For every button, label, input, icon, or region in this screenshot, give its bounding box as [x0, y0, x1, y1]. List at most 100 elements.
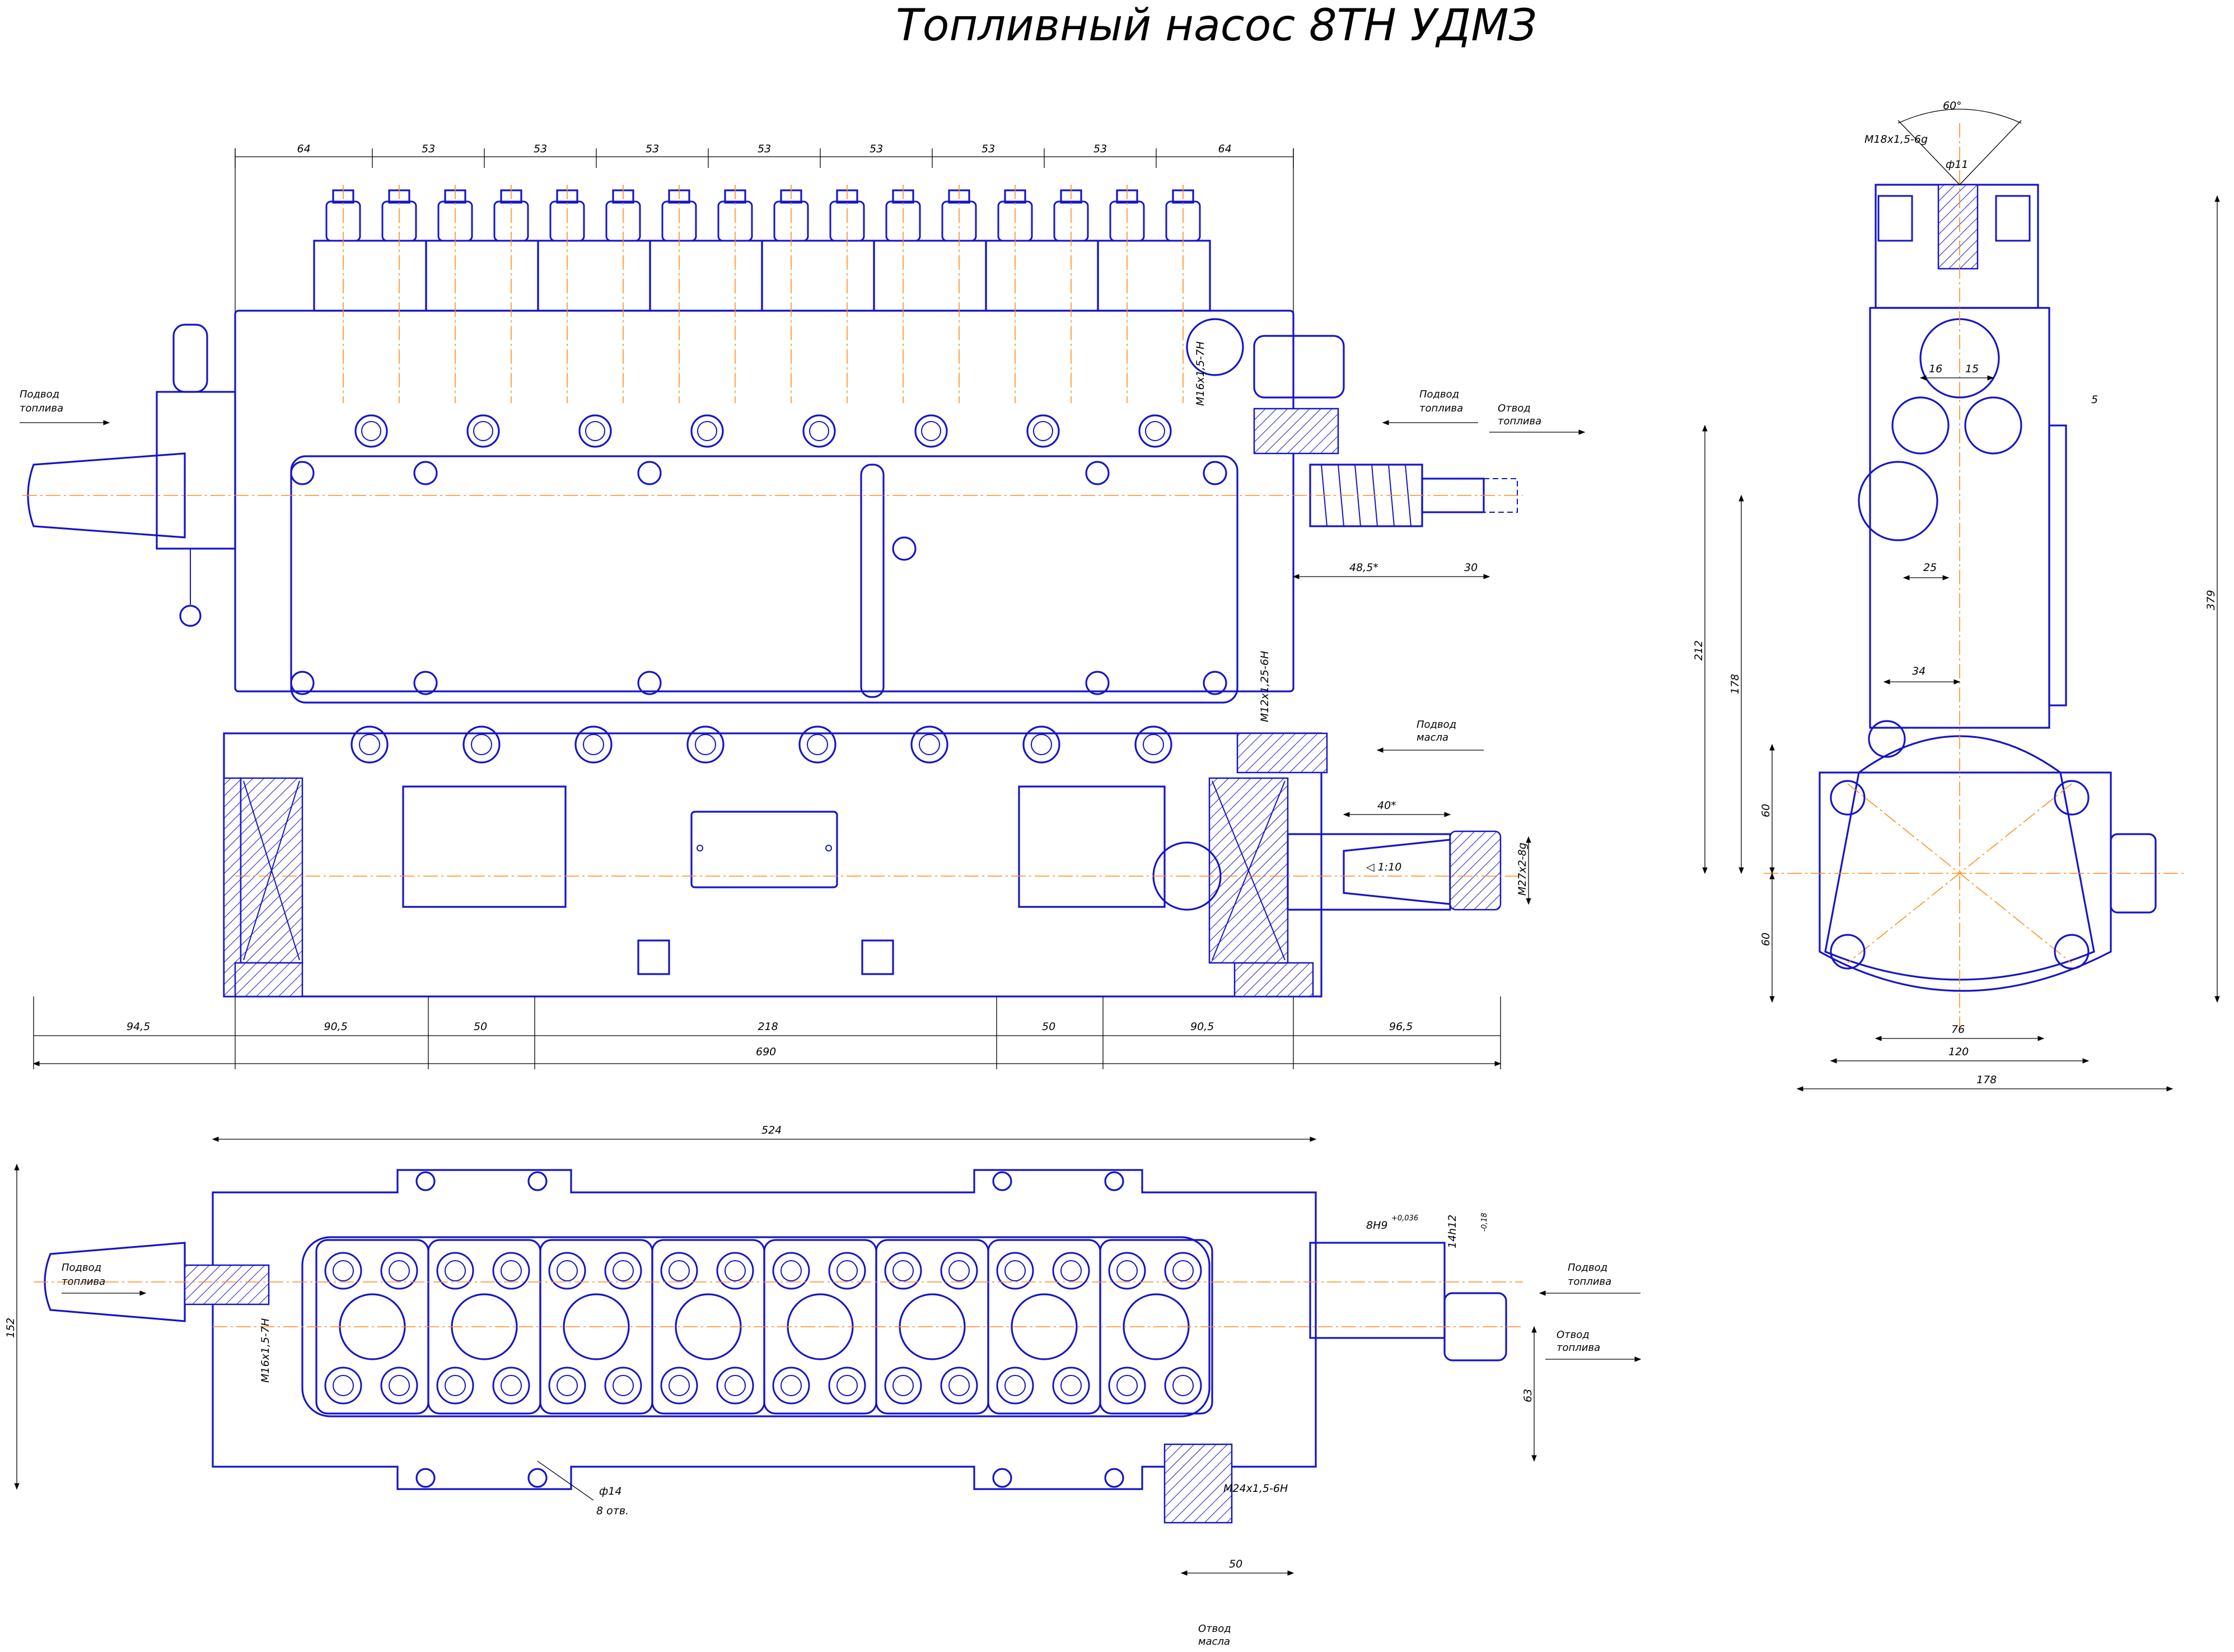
top-dim-8: 64	[1218, 143, 1232, 155]
lower-bolt-1	[350, 726, 389, 764]
section-bolt-2	[466, 414, 500, 448]
dia-11: ф11	[1946, 158, 1968, 171]
dim-5: 5	[2091, 394, 2098, 406]
top-dim-4: 53	[758, 143, 771, 155]
thread-m18: М18х1,5-6g	[1864, 133, 1928, 146]
bottom-dim-2: 50	[474, 1021, 487, 1033]
plan-fuel-fitting-left	[44, 1242, 186, 1322]
bottom-dim-4: 50	[1042, 1021, 1055, 1033]
control-rod-bellows	[1309, 464, 1423, 527]
bottom-dim-1: 90,5	[324, 1021, 348, 1033]
svg-text:масла: масла	[1198, 1636, 1230, 1648]
mount-hole-3	[992, 1171, 1012, 1191]
lower-bolt-5	[798, 726, 836, 764]
cover-bolt-2	[637, 461, 662, 485]
camshaft-housing	[223, 732, 1322, 998]
injection-section-1	[313, 189, 427, 312]
section-bolt-5	[802, 414, 836, 448]
dim-48-5: 48,5*	[1349, 561, 1378, 574]
dim-524: 524	[761, 1124, 782, 1136]
bottom-dim-5: 90,5	[1190, 1021, 1214, 1033]
plan-oil-outlet-section	[1163, 1443, 1233, 1524]
dim-15: 15	[1965, 363, 1979, 375]
top-dim-0: 64	[297, 143, 311, 155]
dim-379: 379	[2205, 590, 2217, 610]
taper-1-10: ◁ 1:10	[1366, 861, 1401, 873]
svg-text:топлива: топлива	[20, 403, 63, 414]
section-bolt-4	[690, 414, 724, 448]
svg-text:+0,036: +0,036	[1391, 1214, 1418, 1223]
top-dim-6: 53	[982, 143, 995, 155]
section-bolt-3	[578, 414, 612, 448]
mount-hole-7	[992, 1468, 1012, 1488]
section-bolt-6	[914, 414, 948, 448]
plan-label-fuel-in-left: Подвод топлива	[62, 1262, 147, 1296]
injection-section-8	[1097, 189, 1211, 312]
label-fuel-out-right: Отвод топлива	[1489, 403, 1586, 435]
drawing-title: Топливный насос 8ТН УДМЗ	[896, 1, 1537, 51]
fuel-inlet-fitting-left	[27, 452, 186, 539]
housing	[234, 310, 1294, 692]
shaft-nut-section	[1449, 830, 1502, 911]
lower-bolt-3	[574, 726, 613, 764]
bottom-dim-0: 94,5	[127, 1021, 150, 1033]
side-outlet-section	[1937, 184, 1979, 270]
thread-m24: М24х1,5-6Н	[1223, 1482, 1288, 1495]
section-bolt-7	[1026, 414, 1060, 448]
svg-text:топлива: топлива	[1568, 1276, 1611, 1288]
svg-text:топлива: топлива	[62, 1276, 105, 1288]
fuel-outlet-section	[1253, 408, 1339, 455]
fit-8h9: 8Н9	[1366, 1219, 1387, 1232]
top-dim-7: 53	[1093, 143, 1107, 155]
drain-plug-2	[861, 939, 894, 975]
plan-governor	[1309, 1242, 1446, 1339]
top-dim-3: 53	[646, 143, 659, 155]
plan-view: 524 152 8Н9 +0,036 14h12 -0,18 М16х1,5-7…	[4, 1124, 1642, 1648]
mount-hole-6	[527, 1468, 548, 1488]
dim-120: 120	[1948, 1046, 1969, 1058]
thread-m27: М27х2-8g	[1516, 843, 1529, 896]
injection-section-4	[649, 189, 763, 312]
mount-hole-4	[1104, 1171, 1124, 1191]
bottom-dim-6: 96,5	[1389, 1021, 1413, 1033]
dim-76: 76	[1951, 1023, 1965, 1036]
label-fuel-in-right: Подвод топлива	[1382, 389, 1478, 425]
cover-bolt-8	[1085, 671, 1110, 695]
svg-text:масла: масла	[1417, 732, 1448, 743]
svg-text:Подвод: Подвод	[1568, 1262, 1607, 1274]
cover-bolt-7	[637, 671, 662, 695]
dim-212: 212	[1693, 640, 1705, 661]
side-housing	[1869, 307, 2050, 729]
cover-bolt-3	[1085, 461, 1110, 485]
inspection-cover	[290, 455, 1238, 704]
dim-34: 34	[1912, 665, 1925, 677]
thread-m12: М12х1,25-6Н	[1259, 651, 1271, 722]
svg-text:топлива: топлива	[1498, 415, 1541, 427]
plan-label-oil-out: Отвод масла	[1198, 1623, 1231, 1648]
cover-lever	[860, 464, 885, 698]
svg-text:Отвод: Отвод	[1557, 1329, 1590, 1341]
injection-section-7	[985, 189, 1099, 312]
dim-63: 63	[1522, 1389, 1534, 1402]
label-oil-in: Подвод масла	[1376, 719, 1484, 753]
dim-152: 152	[4, 1318, 17, 1338]
cover-bolt-6	[413, 671, 438, 695]
lower-bolt-7	[1022, 726, 1060, 764]
svg-text:Отвод: Отвод	[1498, 403, 1531, 414]
plan-housing	[212, 1169, 1317, 1490]
bottom-dim-3: 218	[758, 1021, 778, 1033]
section-bolt-1	[354, 414, 388, 448]
cover-bolt-4	[1203, 461, 1227, 485]
mount-hole-1	[415, 1171, 436, 1191]
svg-text:Подвод: Подвод	[1419, 389, 1459, 400]
stop-lever-bracket	[156, 391, 236, 550]
injection-section-3	[537, 189, 651, 312]
oil-inlet-section	[1236, 732, 1328, 774]
cover-bolt-9	[1203, 671, 1227, 695]
top-dim-2: 53	[534, 143, 547, 155]
top-dim-5: 53	[870, 143, 883, 155]
lower-bolt-2	[462, 726, 501, 764]
